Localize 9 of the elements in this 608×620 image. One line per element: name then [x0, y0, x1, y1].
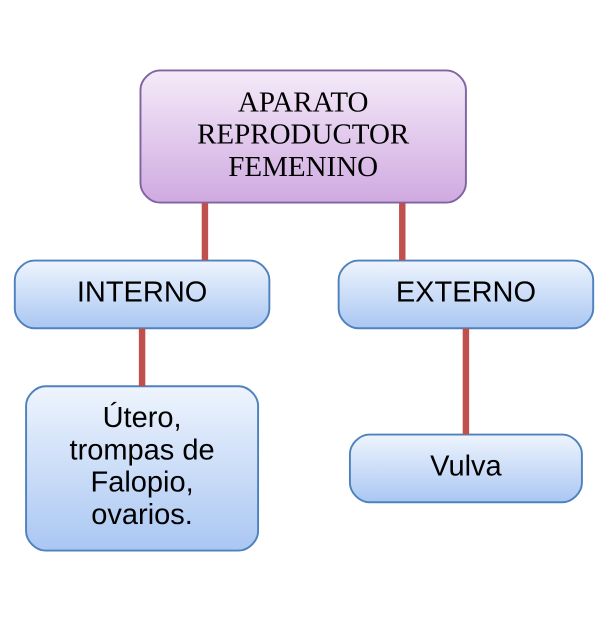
- connector: [202, 202, 208, 260]
- connector: [138, 328, 146, 386]
- connector: [462, 328, 470, 434]
- node-box: APARATO REPRODUCTOR FEMENINO: [140, 68, 467, 204]
- connector: [399, 202, 406, 260]
- node-box: EXTERNO: [338, 259, 594, 329]
- node-box: Útero, trompas de Falopio, ovarios.: [25, 384, 260, 552]
- node-box: INTERNO: [14, 259, 270, 329]
- node-box: Vulva: [348, 433, 583, 503]
